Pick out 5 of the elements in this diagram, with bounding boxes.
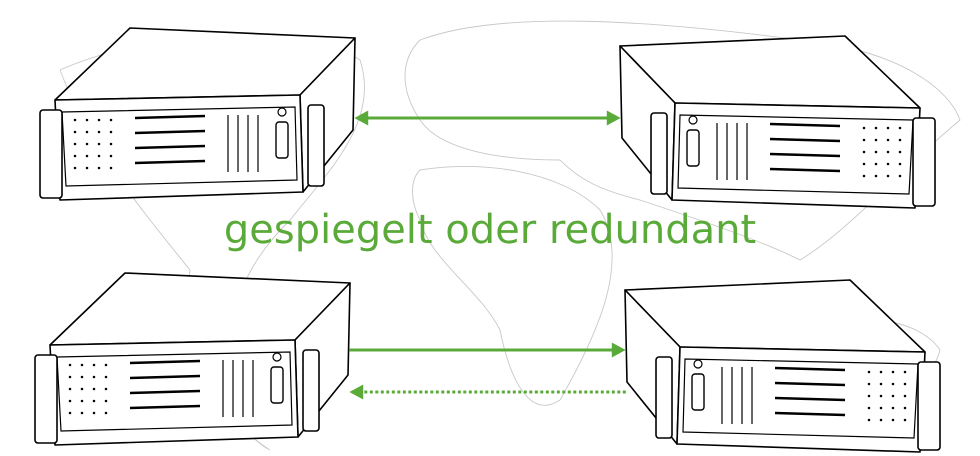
caption-text: gespiegelt oder redundant [226, 212, 756, 252]
server-drawing [39, 27, 356, 201]
server-drawing [619, 35, 936, 209]
server-drawing [34, 272, 351, 446]
server-drawing [624, 279, 941, 453]
